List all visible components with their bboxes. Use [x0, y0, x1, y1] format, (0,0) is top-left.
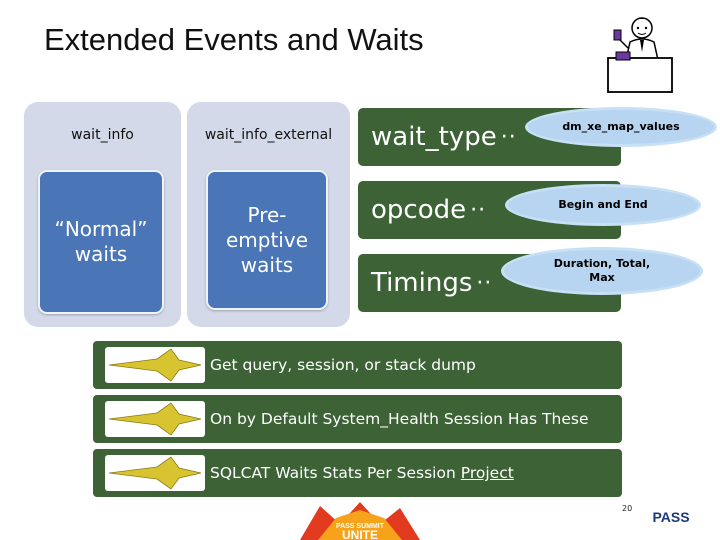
panel-label: wait_info_external	[204, 127, 333, 143]
preemptive-waits-box: Pre-emptive waits	[206, 170, 328, 310]
panel-label: wait_info	[71, 127, 134, 143]
connector-dots: ··	[470, 197, 487, 223]
summit-top-text: PASS SUMMIT	[336, 523, 385, 530]
page-number: 20	[622, 504, 633, 513]
bar-query-dump: Get query, session, or stack dump	[93, 341, 622, 389]
bar-text: SQLCAT Waits Stats Per Session	[210, 464, 456, 482]
tile-label: opcode	[371, 195, 467, 225]
tile-label: Timings	[371, 268, 473, 298]
connector-dots: ··	[476, 270, 493, 296]
pass-logo-icon: PASS	[652, 509, 689, 525]
slide-title: Extended Events and Waits	[44, 22, 424, 57]
bar-system-health: On by Default System_Health Session Has …	[93, 395, 622, 443]
cloud-duration-total-max: Duration, Total, Max	[504, 250, 700, 292]
tile-label: wait_type	[371, 122, 497, 152]
project-link[interactable]: Project	[460, 464, 514, 482]
connector-dots: ··	[500, 124, 517, 150]
pass-logo-text: PASS	[652, 509, 689, 525]
bar-text: Get query, session, or stack dump	[210, 356, 476, 374]
cloud-begin-and-end: Begin and End	[508, 187, 698, 223]
teacher-at-desk-icon	[607, 17, 673, 93]
star-cell	[105, 401, 205, 437]
summit-word-text: UNITE	[342, 528, 378, 540]
panel-wait-info-external: wait_info_external Pre-emptive waits	[187, 102, 350, 327]
summit-unite-logo: PASS SUMMIT UNITE	[300, 502, 420, 540]
normal-waits-box: “Normal” waits	[38, 170, 164, 314]
gold-star-icon	[108, 456, 202, 490]
bar-text: On by Default System_Health Session Has …	[210, 410, 589, 428]
bar-sqlcat-project: SQLCAT Waits Stats Per Session Project	[93, 449, 622, 497]
star-cell	[105, 347, 205, 383]
gold-star-icon	[108, 402, 202, 436]
cloud-dm-xe-map-values: dm_xe_map_values	[528, 110, 714, 144]
panel-wait-info: wait_info “Normal” waits	[24, 102, 181, 327]
star-cell	[105, 455, 205, 491]
gold-star-icon	[108, 348, 202, 382]
